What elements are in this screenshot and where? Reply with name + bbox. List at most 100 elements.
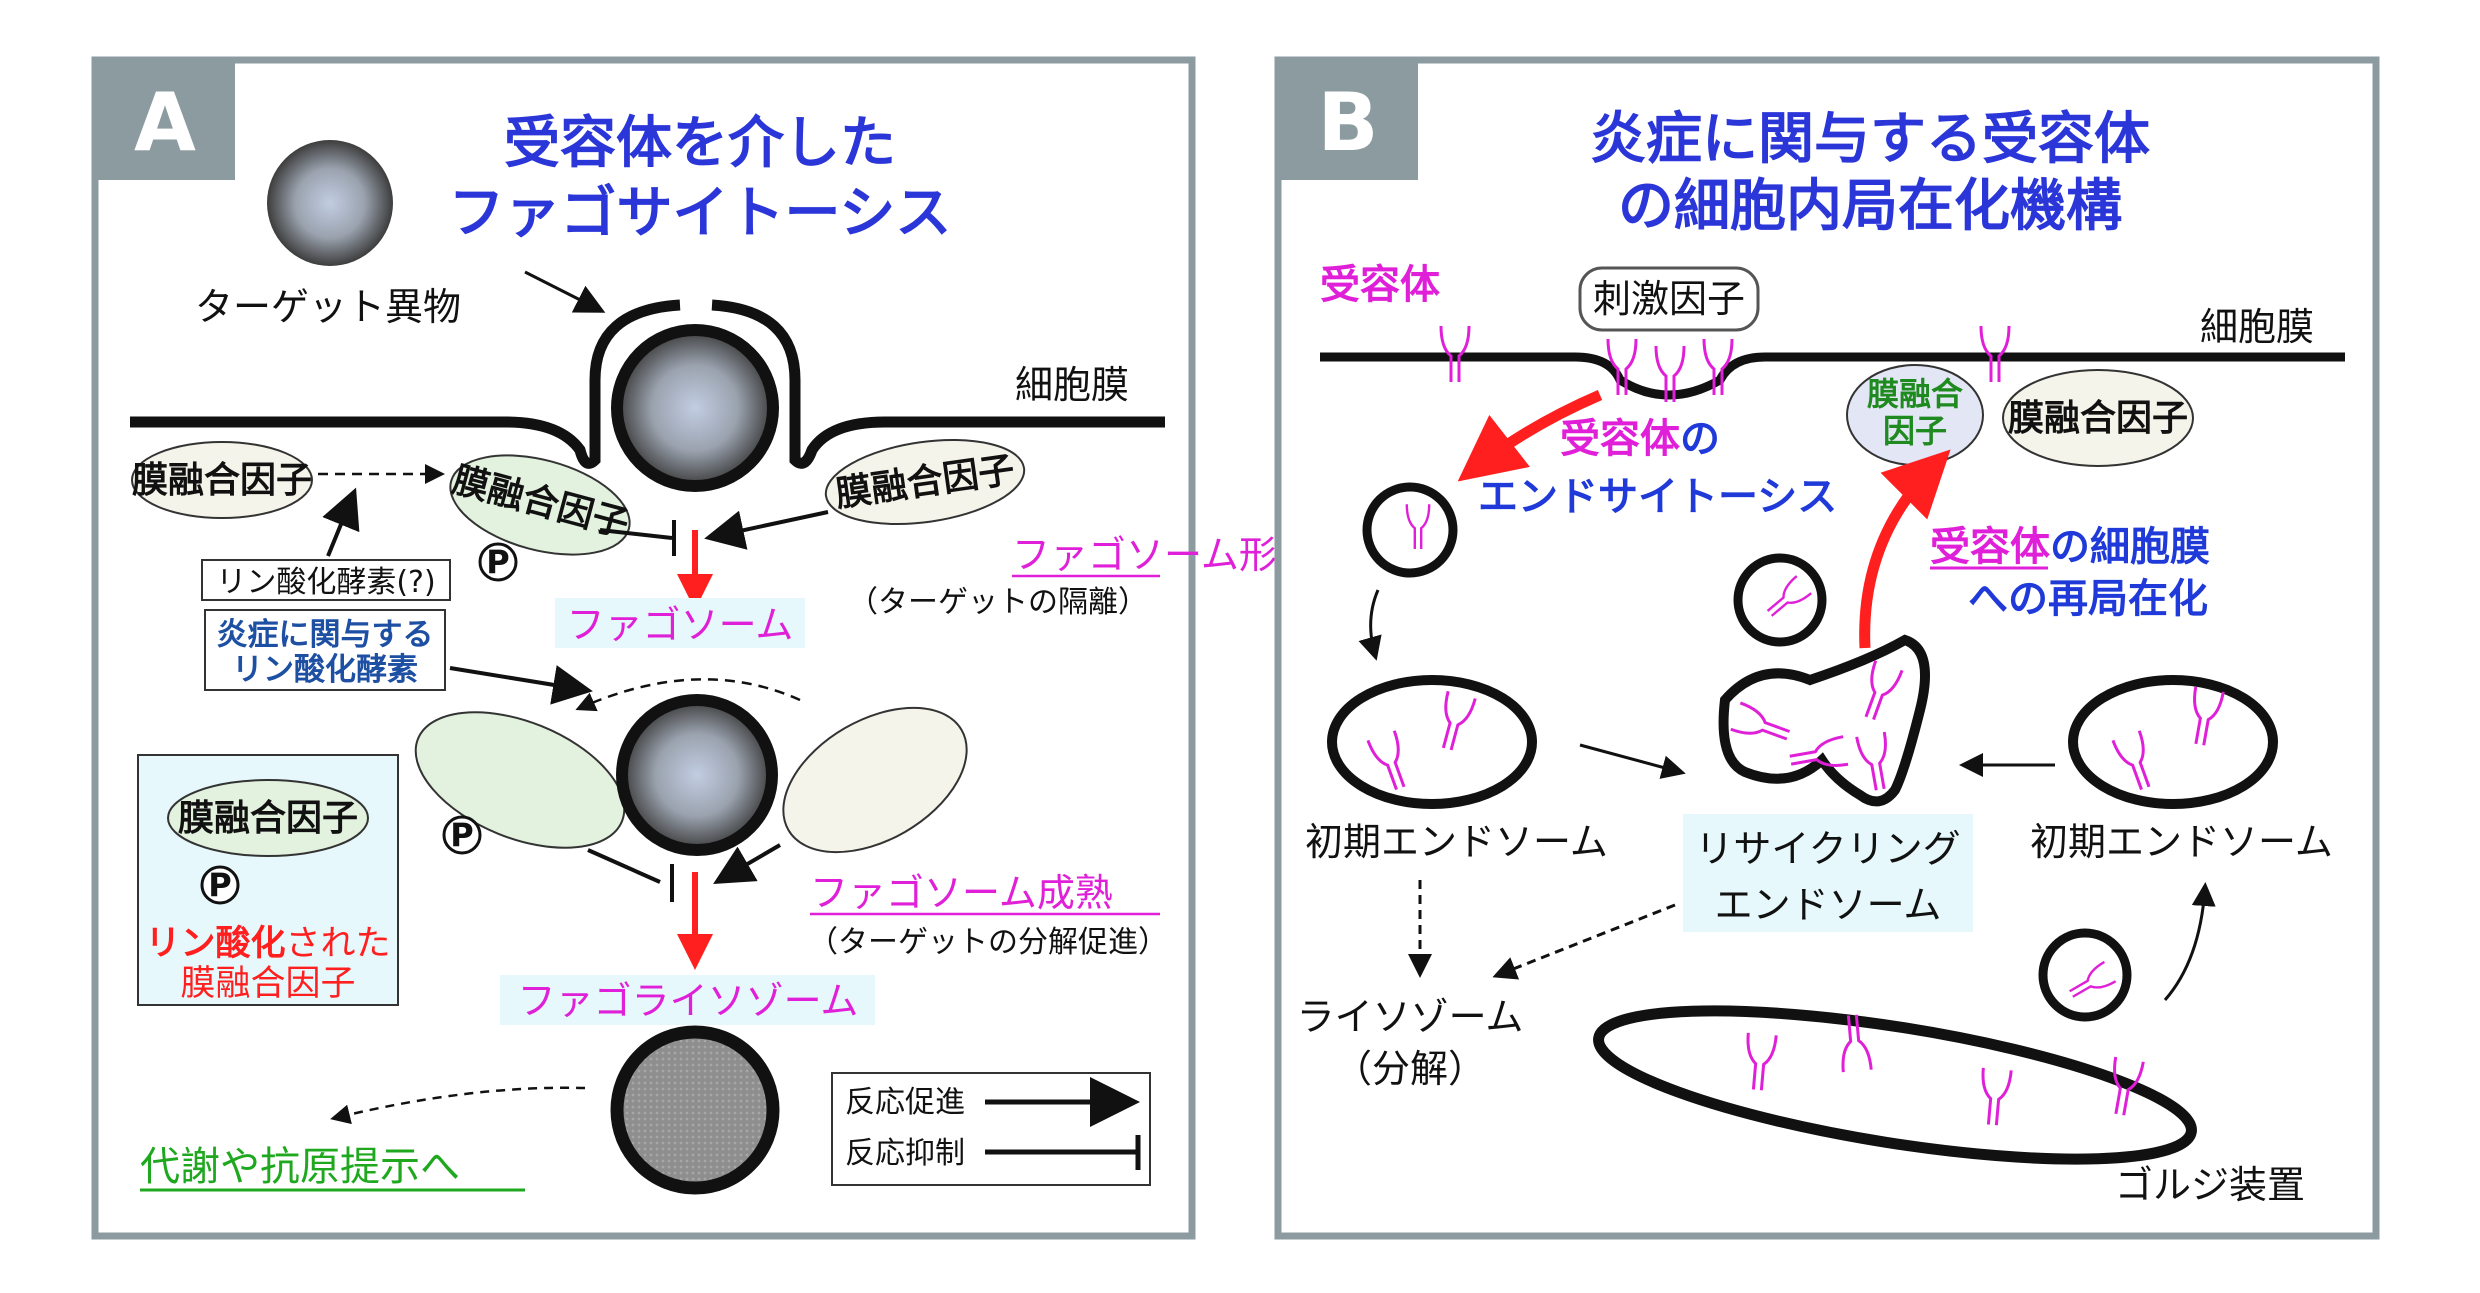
target-particle — [267, 140, 393, 266]
relocalization-arrow — [1859, 449, 1951, 649]
box-fusion-factor-label: 膜融合因子 — [178, 798, 358, 839]
panel-a: A 受容体を介した ファゴサイトーシス ターゲット異物 細胞膜 膜融合因子 膜融… — [91, 56, 1315, 1240]
phospho-p-1-label: P — [486, 543, 509, 581]
fusion-factor-center — [449, 454, 631, 556]
kinase-unknown-box — [201, 559, 451, 601]
membrane-label-a: 細胞膜 — [1015, 363, 1129, 407]
golgi-apparatus — [1593, 1005, 2197, 1165]
phospho-p-3 — [200, 865, 240, 905]
ee-left-to-recycling-arrow — [1579, 743, 1686, 779]
recycling-highlight — [1683, 814, 1973, 932]
phagolysosome-particle — [610, 1025, 780, 1195]
fusion-green-line1: 膜融合 — [1867, 375, 1963, 413]
membrane-right — [789, 380, 1165, 469]
inhibit-line-center — [599, 528, 673, 540]
early-endosome-right — [2068, 675, 2278, 809]
endocytosis-line1: 受容体の — [1560, 416, 1720, 462]
phospho-p-2 — [442, 815, 482, 855]
panel-a-letter-box — [95, 60, 235, 180]
early-endosome-right-label: 初期エンドソーム — [2030, 820, 2333, 864]
fusion-factor-left-label: 膜融合因子 — [132, 460, 312, 501]
panel-b-title-line2: の細胞内局在化機構 — [1618, 174, 2122, 239]
endocytosis-particle: の — [1680, 416, 1720, 462]
early-endosome-left-label: 初期エンドソーム — [1305, 820, 1608, 864]
golgi-label: ゴルジ装置 — [2115, 1163, 2305, 1207]
panel-b: B 炎症に関与する受容体 の細胞内局在化機構 受容体 刺激因子 細胞膜 膜融合 … — [1274, 56, 2380, 1240]
membrane-left — [130, 380, 601, 469]
promote-arrow-lower — [713, 843, 782, 885]
isolation-label: （ターゲットの隔離） — [848, 585, 1148, 620]
phospho-info-line2: 膜融合因子 — [180, 964, 355, 1004]
box-fusion-factor — [167, 779, 369, 857]
re-to-lysosome-dashed — [1492, 903, 1676, 980]
phospho-p-1 — [478, 542, 518, 582]
panel-b-letter: B — [1318, 76, 1379, 169]
phagosome-label: ファゴソーム — [567, 603, 794, 647]
metabolism-dashed-arrow — [330, 1086, 586, 1125]
relocalization-line2: への再局在化 — [1968, 576, 2208, 622]
phospho-word: リン酸化 — [145, 924, 285, 964]
endocytic-vesicle — [1362, 482, 1458, 578]
endocytosis-arrow — [1457, 389, 1603, 482]
legend-inhibit-label: 反応抑制 — [845, 1136, 965, 1171]
panel-a-title-line1: 受容体を介した — [504, 111, 896, 176]
relocalization-suffix: の細胞膜 — [2050, 524, 2210, 570]
lysosome-line1: ライソゾーム — [1297, 995, 1524, 1039]
kinase-unknown-label: リン酸化酵素(?) — [216, 565, 435, 600]
engulfed-particle — [611, 324, 779, 492]
kinase-inflammation-line1: 炎症に関与する — [217, 617, 434, 653]
kinase-inflammation-line2: リン酸化酵素 — [232, 652, 418, 688]
phospho-p-2-label: P — [450, 816, 473, 854]
fusion-factor-right — [824, 439, 1026, 525]
stimulus-box — [1578, 266, 1760, 332]
early-endosome-left — [1327, 675, 1537, 809]
membrane-cup-left — [589, 299, 681, 381]
relocalization-receptor-word: 受容体 — [1930, 524, 2050, 570]
vesicle-to-endosome-arrow — [1358, 589, 1382, 661]
golgi-to-ee-arrow — [2163, 882, 2216, 1001]
phospho-info-line1: リン酸化された — [145, 924, 390, 964]
fusion-factor-left — [131, 441, 313, 519]
membrane-label-b: 細胞膜 — [2200, 305, 2314, 349]
phagosome-particle — [616, 694, 778, 856]
fusion-factor-b-right-label: 膜融合因子 — [2008, 398, 2188, 439]
recycling-endosome — [1718, 634, 1930, 807]
receptor-label: 受容体 — [1320, 262, 1440, 308]
target-arrow — [524, 270, 606, 313]
inhibit-line-lower — [587, 848, 661, 884]
metabolism-label: 代謝や抗原提示へ — [140, 1144, 460, 1190]
promote-arrow-right — [704, 510, 829, 550]
legend-promote-label: 反応促進 — [845, 1085, 965, 1120]
panel-b-title-line1: 炎症に関与する受容体 — [1590, 107, 2150, 172]
phagolysosome-highlight — [500, 975, 875, 1025]
degradation-label: （ターゲットの分解促進） — [808, 925, 1168, 960]
panel-a-letter: A — [134, 76, 196, 169]
phagolysosome-label: ファゴライソゾーム — [518, 979, 859, 1023]
membrane-b — [1320, 352, 2345, 400]
fusion-factor-b-right — [2002, 369, 2194, 467]
panel-a-title-line2: ファゴサイトーシス — [449, 181, 952, 246]
endocytosis-receptor-word: 受容体 — [1560, 416, 1680, 462]
recycling-line1: リサイクリング — [1695, 827, 1960, 871]
phagosome-formation-label: ファゴソーム形成 — [1012, 533, 1315, 577]
phospho-suffix: された — [286, 924, 391, 964]
relocalization-line1: 受容体の細胞膜 — [1930, 524, 2210, 570]
kinase-unknown-arrow — [322, 487, 360, 557]
fusion-factor-ellipse-left — [414, 711, 626, 849]
phagosome-highlight — [555, 598, 805, 648]
phagosome-maturation-label: ファゴソーム成熟 — [810, 871, 1113, 915]
kinase-arrow — [449, 665, 593, 705]
fusion-factor-ellipse-right — [782, 706, 968, 854]
kinase-inflammation-box — [204, 609, 446, 691]
endocytosis-line2: エンドサイトーシス — [1478, 474, 1837, 520]
stimulus-label: 刺激因子 — [1593, 277, 1745, 321]
fusion-green-line2: 因子 — [1883, 412, 1947, 450]
target-label: ターゲット異物 — [195, 285, 461, 329]
membrane-cup-right — [711, 299, 801, 381]
panel-b-letter-box — [1278, 60, 1418, 180]
lysosome-line2: （分解） — [1334, 1047, 1486, 1091]
phospho-p-3-label: P — [208, 866, 231, 904]
recycling-line2: エンドソーム — [1715, 883, 1942, 927]
dashed-curve-arrow — [575, 678, 801, 712]
